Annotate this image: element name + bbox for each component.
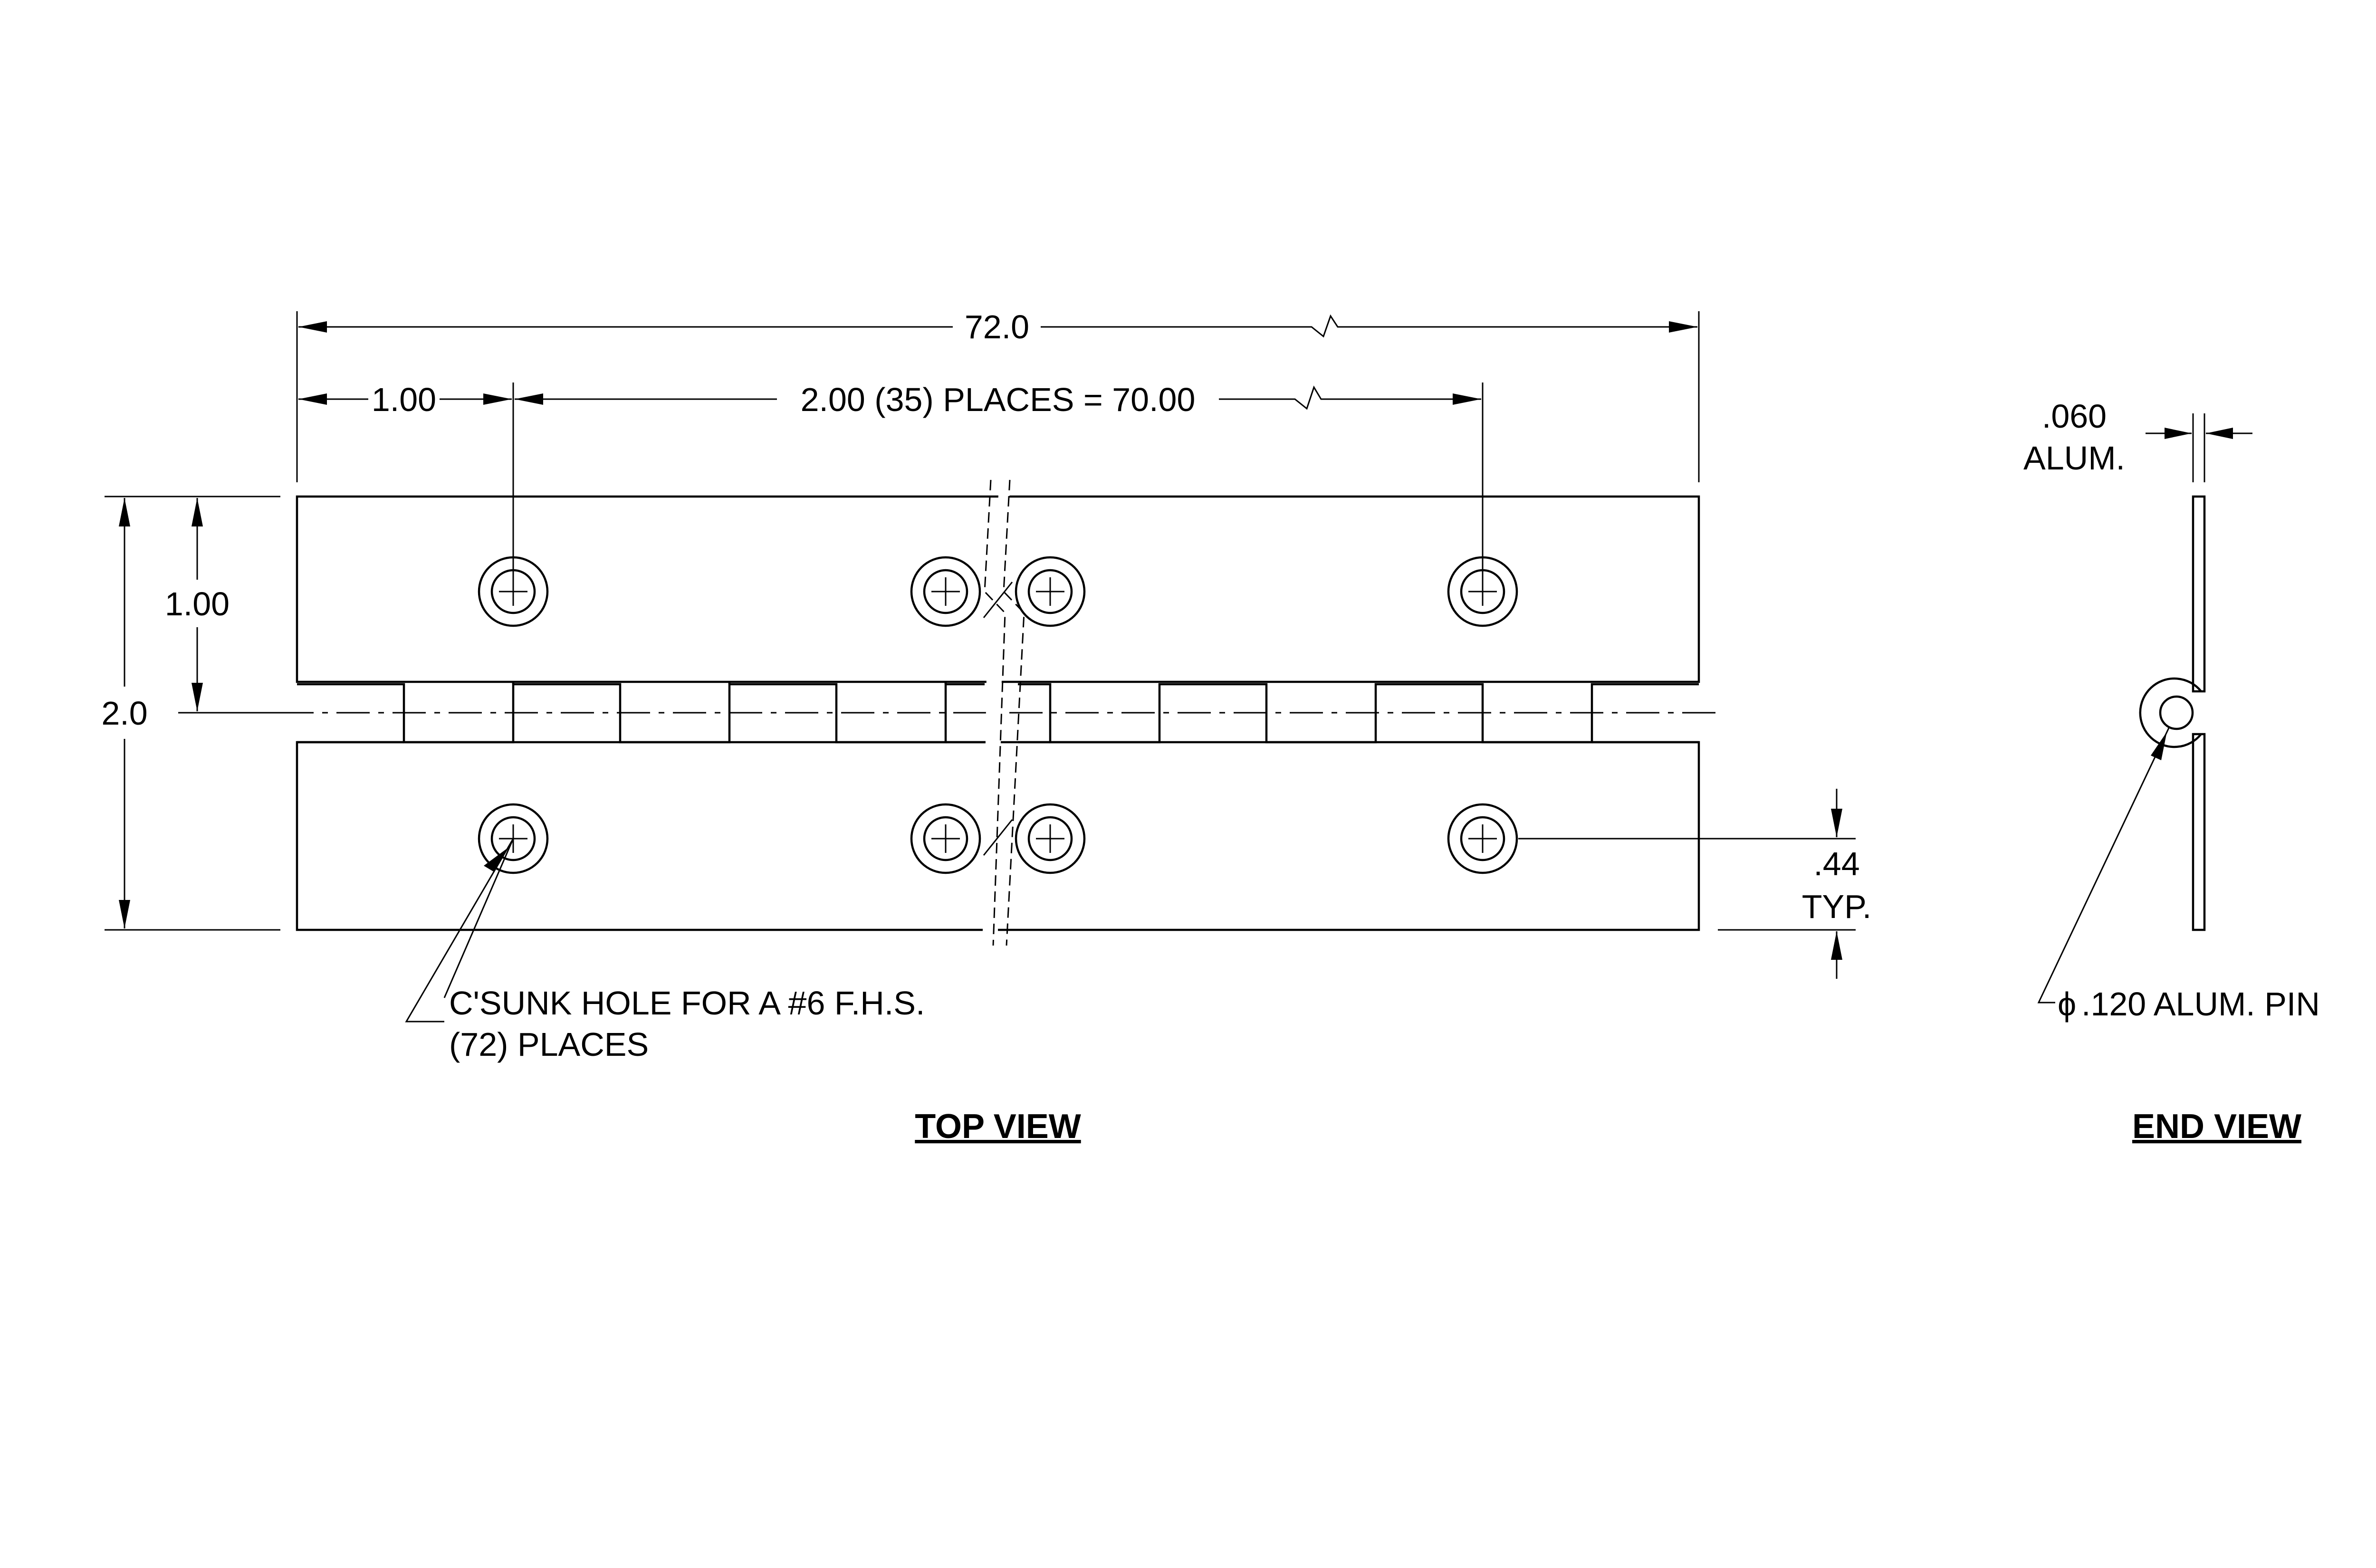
dim-overall-width-label: 2.0 xyxy=(101,695,147,732)
hole-callout: C'SUNK HOLE FOR A #6 F.H.S. (72) PLACES xyxy=(405,838,925,1063)
end-view-title: END VIEW xyxy=(2132,1108,2301,1146)
dim-leaf-half-width-label: 1.00 xyxy=(165,585,230,622)
hole-bottom-4 xyxy=(1447,803,1518,874)
break-lines xyxy=(983,479,1025,946)
end-leaf-lower xyxy=(2192,733,2206,931)
pin-diameter-symbol: ϕ xyxy=(2058,985,2076,1023)
dim-hole-edge-offset-label: .44 xyxy=(1813,845,1859,882)
hole-bottom-2 xyxy=(910,803,981,874)
dim-thickness: .060 ALUM. xyxy=(2023,398,2252,482)
dim-thickness-label: .060 xyxy=(2042,398,2107,435)
dim-overall-width: 2.0 xyxy=(101,496,280,931)
dim-hole-edge-offset-note: TYP. xyxy=(1802,888,1872,925)
hole-note-line2: (72) PLACES xyxy=(449,1026,649,1063)
dim-thickness-material: ALUM. xyxy=(2023,440,2125,477)
end-pin xyxy=(2159,695,2194,730)
pin-note: .120 ALUM. PIN xyxy=(2081,985,2320,1023)
hole-note-line1: C'SUNK HOLE FOR A #6 F.H.S. xyxy=(449,985,925,1022)
dim-first-hole-label: 1.00 xyxy=(372,381,436,418)
hole-top-3 xyxy=(1015,556,1086,627)
top-view-title: TOP VIEW xyxy=(915,1108,1081,1146)
knuckle-band xyxy=(297,682,1699,744)
dim-hole-edge-offset: .44 TYP. xyxy=(1518,789,1871,979)
dim-overall-length-label: 72.0 xyxy=(965,308,1029,345)
dim-hole-spacing-label: 2.00 (35) PLACES = 70.00 xyxy=(801,381,1196,418)
end-leaf-upper xyxy=(2192,495,2206,693)
hole-top-2 xyxy=(910,556,981,627)
end-view: .060 ALUM. ϕ .120 ALUM. PIN END VIEW xyxy=(2023,398,2320,1146)
top-view: 72.0 1.00 2.00 (35) PLACES = 70.00 1. xyxy=(101,308,1871,1146)
dim-hole-spacing: 1.00 2.00 (35) PLACES = 70.00 xyxy=(298,381,1484,592)
dim-overall-length: 72.0 xyxy=(296,308,1700,482)
hole-bottom-3 xyxy=(1015,803,1086,874)
pin-callout: ϕ .120 ALUM. PIN xyxy=(2037,727,2320,1023)
end-knuckle xyxy=(2139,677,2202,748)
dim-leaf-half-width: 1.00 xyxy=(165,496,280,714)
